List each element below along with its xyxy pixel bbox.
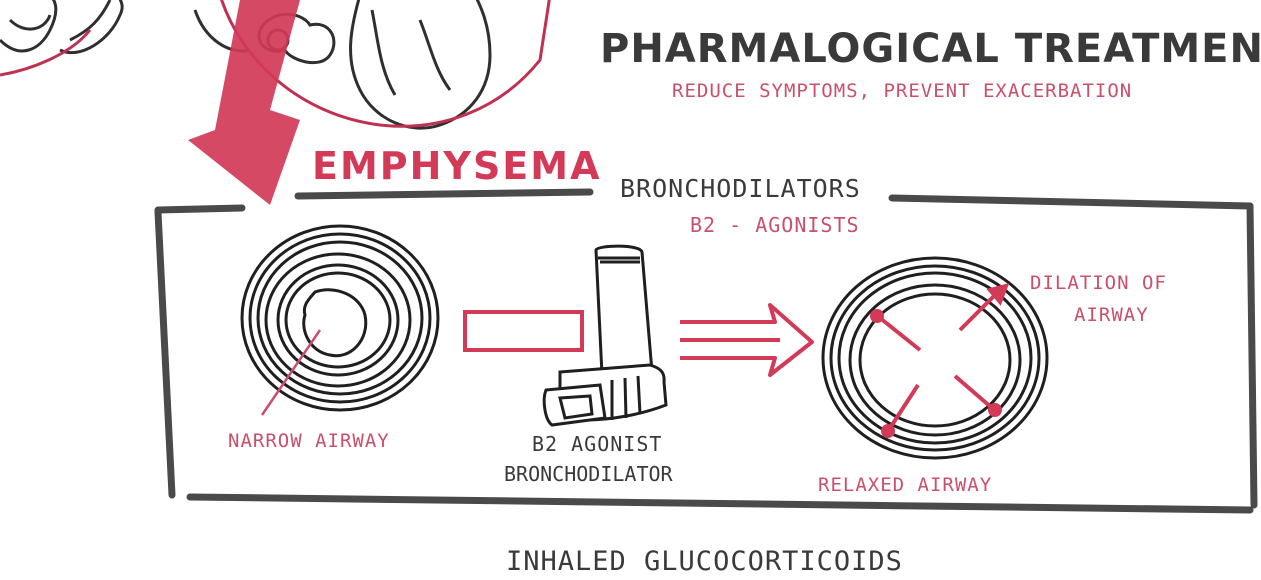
narrow-airway-label: NARROW AIRWAY: [228, 430, 390, 452]
dilation-label-line1: DILATION OF: [1030, 272, 1167, 294]
agonist-label-line2: BRONCHODILATOR: [504, 462, 673, 486]
bronchodilators-heading: BRONCHODILATORS: [620, 174, 861, 203]
emphysema-label: EMPHYSEMA: [312, 144, 602, 188]
output-arrow: [680, 303, 814, 377]
next-heading: INHALED GLUCOCORTICOIDS: [506, 546, 903, 577]
page-subtitle: REDUCE SYMPTOMS, PREVENT EXACERBATION: [672, 80, 1133, 102]
input-arrow: [463, 310, 584, 352]
bronchodilator-box: [154, 188, 1258, 514]
dilation-label-line2: AIRWAY: [1074, 304, 1149, 326]
narrow-airway-icon: [240, 224, 440, 416]
inhaler-icon: [542, 244, 668, 427]
relaxed-airway-label: RELAXED AIRWAY: [818, 474, 993, 496]
b2-agonists-subheading: B2 - AGONISTS: [690, 213, 860, 237]
dilation-arrows: [870, 283, 1010, 438]
relaxed-airway-icon: [821, 256, 1049, 460]
page-title: PHARMALOGICAL TREATMENT: [600, 26, 1261, 72]
agonist-label-line1: B2 AGONIST: [532, 432, 663, 456]
lung-tissue-sketch: [0, 0, 551, 130]
emphysema-arrow: [188, 0, 300, 205]
